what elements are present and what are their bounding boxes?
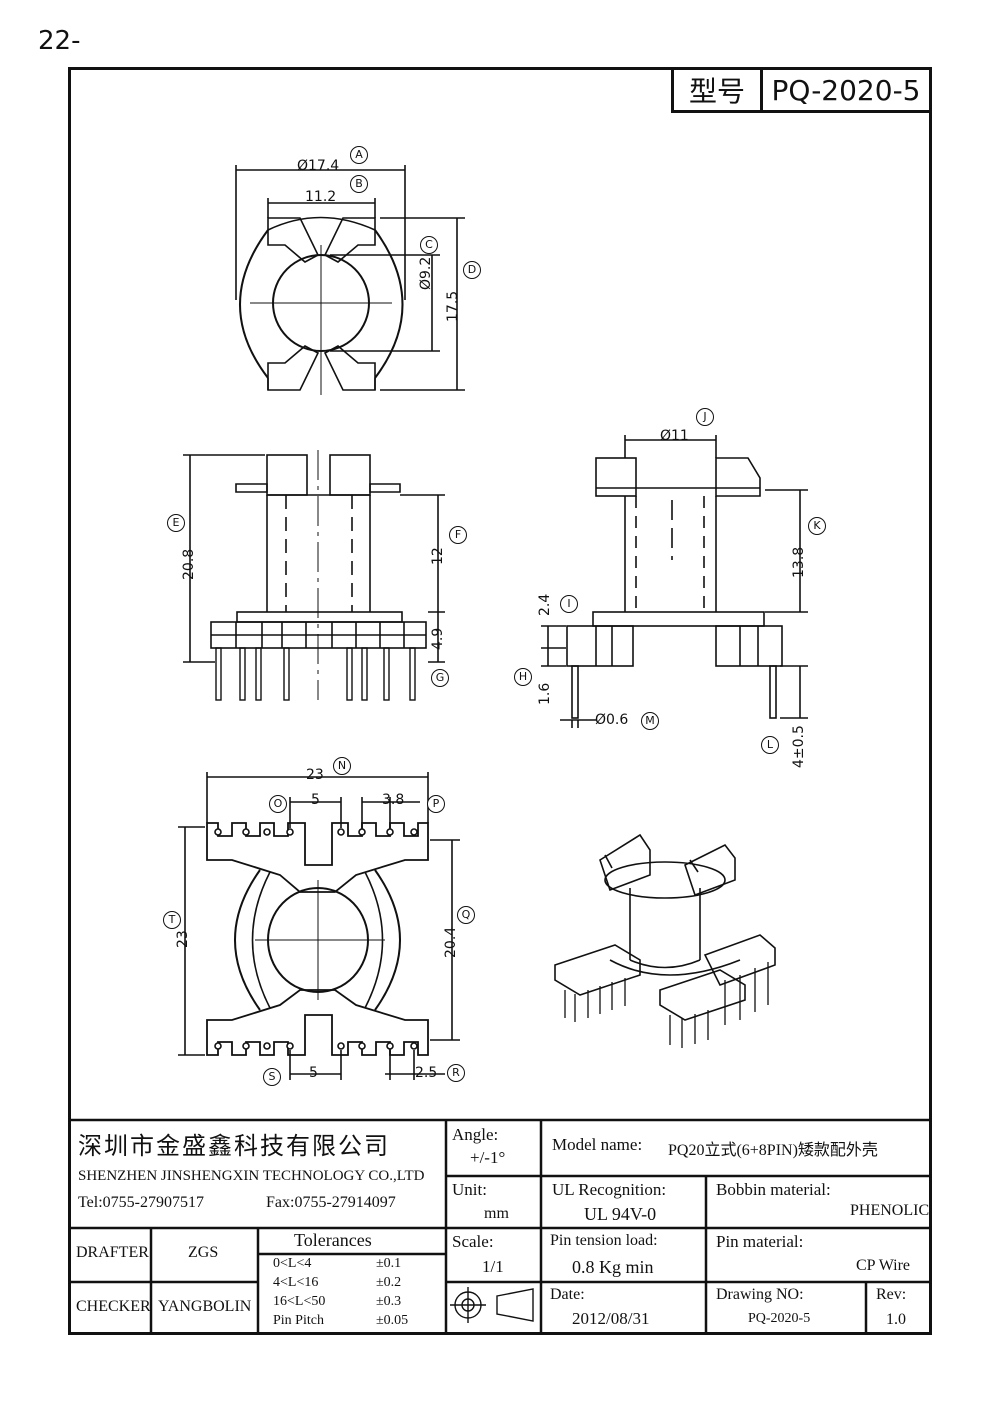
model-value: PQ20立式(6+8PIN)矮款配外壳 bbox=[668, 1142, 878, 1159]
type-value: PQ-2020-5 bbox=[771, 73, 921, 107]
drawing-frame bbox=[68, 67, 932, 1335]
dim-i: 2.4 bbox=[537, 593, 553, 616]
company-name-cn: 深圳市金盛鑫科技有限公司 bbox=[78, 1134, 390, 1160]
dim-l: 4±0.5 bbox=[791, 725, 807, 768]
callout-p: P bbox=[427, 795, 445, 813]
rev-label: Rev: bbox=[876, 1286, 907, 1303]
dim-d: 17.5 bbox=[445, 290, 461, 322]
tolerance-range-1: 0<L<4 bbox=[273, 1256, 312, 1271]
unit-label: Unit: bbox=[452, 1180, 487, 1199]
tolerance-value-3: ±0.3 bbox=[376, 1294, 402, 1309]
unit-value: mm bbox=[484, 1205, 509, 1222]
dim-e: 20.8 bbox=[181, 548, 197, 580]
dim-g: 4.9 bbox=[430, 627, 446, 650]
rev-value: 1.0 bbox=[886, 1311, 906, 1328]
callout-t: T bbox=[163, 911, 181, 929]
title-block-lines bbox=[68, 1118, 932, 1335]
ul-value: UL 94V-0 bbox=[584, 1204, 657, 1224]
pin-material-label: Pin material: bbox=[716, 1232, 804, 1251]
callout-i: I bbox=[560, 595, 578, 613]
company-tel: Tel:0755-27907517 bbox=[78, 1194, 204, 1211]
ul-label: UL Recognition: bbox=[552, 1180, 667, 1199]
dim-h: 1.6 bbox=[537, 682, 553, 705]
angle-label: Angle: bbox=[452, 1125, 499, 1144]
tolerance-range-2: 4<L<16 bbox=[273, 1275, 319, 1290]
tolerance-value-1: ±0.1 bbox=[376, 1256, 402, 1271]
dim-s: 5 bbox=[309, 1065, 318, 1081]
dim-q: 20.4 bbox=[443, 926, 459, 958]
tolerance-value-4: ±0.05 bbox=[376, 1313, 409, 1328]
dim-k: 13.8 bbox=[791, 546, 807, 578]
drawing-no-label: Drawing NO: bbox=[716, 1286, 804, 1303]
callout-o: O bbox=[269, 795, 287, 813]
dim-n: 23 bbox=[306, 767, 324, 783]
callout-h: H bbox=[514, 668, 532, 686]
callout-n: N bbox=[333, 757, 351, 775]
callout-a: A bbox=[350, 146, 368, 164]
top-view bbox=[235, 165, 465, 395]
dim-o: 5 bbox=[311, 792, 320, 808]
bobbin-label: Bobbin material: bbox=[716, 1180, 831, 1199]
dim-p: 3.8 bbox=[382, 792, 405, 808]
drafter-label: DRAFTER bbox=[76, 1244, 149, 1261]
scale-value: 1/1 bbox=[482, 1257, 504, 1276]
bobbin-value: PHENOLIC bbox=[850, 1202, 930, 1219]
dim-a: Ø17.4 bbox=[297, 158, 340, 174]
callout-l: L bbox=[761, 736, 779, 754]
projection-symbol bbox=[450, 1287, 534, 1323]
checker-label: CHECKER bbox=[76, 1298, 151, 1315]
front-view bbox=[183, 450, 445, 701]
type-box: 型号 PQ-2020-5 bbox=[671, 67, 932, 113]
company-name-en: SHENZHEN JINSHENGXIN TECHNOLOGY CO.,LTD bbox=[78, 1168, 425, 1184]
dim-r: 2.5 bbox=[415, 1065, 438, 1081]
dim-t: 23 bbox=[175, 930, 191, 948]
date-label: Date: bbox=[550, 1286, 585, 1303]
callout-c: C bbox=[420, 236, 438, 254]
callout-j: J bbox=[696, 408, 714, 426]
dim-j: Ø11 bbox=[660, 428, 689, 444]
callout-e: E bbox=[167, 514, 185, 532]
callout-k: K bbox=[808, 517, 826, 535]
dim-b: 11.2 bbox=[305, 189, 337, 205]
pin-tension-label: Pin tension load: bbox=[550, 1232, 658, 1249]
tolerances-label: Tolerances bbox=[294, 1230, 372, 1250]
callout-q: Q bbox=[457, 906, 475, 924]
callout-s: S bbox=[263, 1068, 281, 1086]
scale-label: Scale: bbox=[452, 1232, 494, 1251]
callout-b: B bbox=[350, 175, 368, 193]
dim-m: Ø0.6 bbox=[595, 712, 629, 728]
type-label: 型号 bbox=[674, 70, 763, 110]
callout-d: D bbox=[463, 261, 481, 279]
bottom-view bbox=[178, 772, 460, 1080]
callout-m: M bbox=[641, 712, 659, 730]
callout-r: R bbox=[447, 1064, 465, 1082]
model-label: Model name: bbox=[552, 1135, 643, 1154]
drawing-no-value: PQ-2020-5 bbox=[748, 1311, 811, 1326]
side-view bbox=[541, 435, 808, 728]
callout-g: G bbox=[431, 669, 449, 687]
drafter-value: ZGS bbox=[188, 1244, 219, 1261]
dim-f: 12 bbox=[430, 547, 446, 565]
pin-tension-value: 0.8 Kg min bbox=[572, 1257, 654, 1277]
tolerance-range-3: 16<L<50 bbox=[273, 1294, 326, 1309]
pin-material-value: CP Wire bbox=[856, 1257, 911, 1274]
dim-c: Ø9.2 bbox=[418, 256, 434, 290]
angle-value: +/-1° bbox=[470, 1148, 506, 1167]
callout-f: F bbox=[449, 526, 467, 544]
isometric-view bbox=[554, 833, 776, 1048]
tolerance-value-2: ±0.2 bbox=[376, 1275, 402, 1290]
checker-value: YANGBOLIN bbox=[158, 1298, 252, 1315]
page-number: 22- bbox=[38, 26, 81, 56]
date-value: 2012/08/31 bbox=[572, 1309, 650, 1328]
company-fax: Fax:0755-27914097 bbox=[266, 1194, 396, 1211]
tolerance-range-4: Pin Pitch bbox=[273, 1313, 324, 1328]
